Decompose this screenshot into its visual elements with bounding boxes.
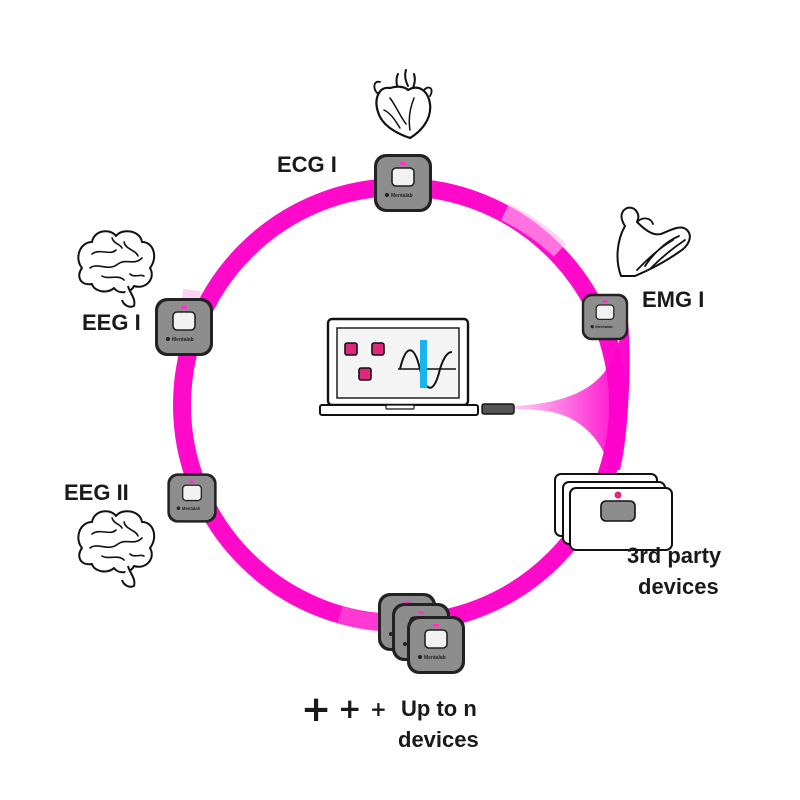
third-party-label-line1: 3rd party [627, 543, 722, 568]
svg-text:+: + [370, 697, 387, 721]
emg-device: Mentalab [581, 293, 629, 341]
screen-square [344, 342, 358, 356]
heart-icon [373, 69, 433, 140]
device-stack: Mentalab [377, 592, 466, 675]
eeg2-label: EEG II [64, 480, 129, 505]
more-devices-label-line2: devices [398, 727, 479, 752]
screen-square [371, 342, 385, 356]
screen-square [358, 367, 372, 381]
brand-text: Mentalab [182, 506, 201, 511]
more-devices-label-line1: Up to n [401, 696, 477, 721]
third-party-devices [554, 473, 673, 551]
eeg2-device: Mentalab [166, 472, 218, 524]
brand-text: Mentalab [424, 655, 446, 661]
ecg-device: Mentalab [373, 153, 433, 213]
third-party-label-line2: devices [638, 574, 719, 599]
emg-label: EMG I [642, 287, 704, 312]
ecg-label: ECG I [277, 152, 337, 177]
more-devices-symbols: + + + [301, 689, 387, 730]
brain-icon [77, 230, 156, 308]
svg-text:+: + [301, 689, 331, 730]
usb-dongle [481, 403, 515, 415]
muscle-arm-icon [616, 206, 691, 277]
brand-text: Mentalab [391, 193, 413, 199]
brand-text: Mentalab [172, 337, 194, 343]
svg-text:+: + [338, 692, 361, 725]
laptop-ring-connection [481, 320, 630, 470]
signal-bar [420, 340, 427, 388]
eeg1-device: Mentalab [154, 297, 214, 357]
brain-icon [77, 510, 156, 588]
brand-text: Mentalab [595, 324, 613, 329]
laptop-icon [319, 317, 479, 416]
eeg1-label: EEG I [82, 310, 141, 335]
